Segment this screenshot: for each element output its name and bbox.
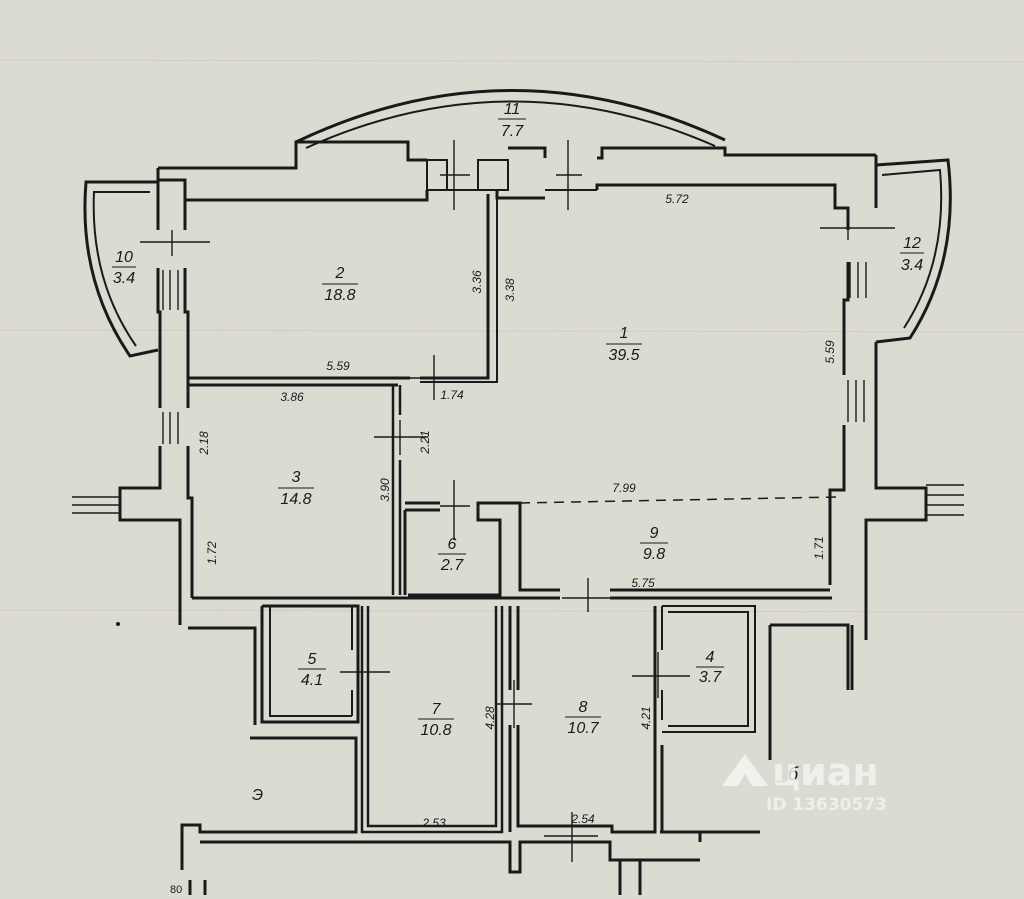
room-6-area: 2.7 xyxy=(440,557,464,574)
dim-4-21: 4.21 xyxy=(639,706,653,729)
wall-right-lower xyxy=(660,623,854,834)
watermark-brand: циан xyxy=(772,750,879,794)
wall-room6 xyxy=(403,501,440,595)
wall-room5 xyxy=(260,604,360,724)
dim-4-28: 4.28 xyxy=(483,706,497,730)
room-8-number: 8 xyxy=(579,699,588,716)
dim-7-99: 7.99 xyxy=(612,481,636,495)
dim-5-59-room2: 5.59 xyxy=(326,359,350,373)
dimension-labels: 5.72 3.36 3.38 5.59 5.59 1.74 3.86 2.18 … xyxy=(197,192,837,830)
room-10-area: 3.4 xyxy=(113,270,135,287)
room-12-label: 12 3.4 xyxy=(900,235,924,274)
room-7-area: 10.8 xyxy=(420,722,451,739)
room-5-label: 5 4.1 xyxy=(298,651,326,689)
dim-2-18: 2.18 xyxy=(197,431,211,456)
balcony-12 xyxy=(875,158,952,344)
wall-stair-left xyxy=(180,626,702,874)
wall-room5-inner xyxy=(269,606,353,717)
dim-3-38: 3.38 xyxy=(503,278,517,302)
door-marks xyxy=(140,140,895,862)
dim-1-71: 1.71 xyxy=(812,536,826,559)
room-3-area: 14.8 xyxy=(280,491,311,508)
dim-2-53: 2.53 xyxy=(421,816,446,830)
room-12-number: 12 xyxy=(903,235,921,252)
watermark: циан ID 13630573 xyxy=(722,750,887,815)
room-8-label: 8 10.7 xyxy=(565,699,601,737)
separator-room1-room9 xyxy=(519,496,837,504)
room-1-number: 1 xyxy=(620,325,629,342)
watermark-id: ID 13630573 xyxy=(766,795,887,815)
wall-room2-right-inner xyxy=(420,198,498,383)
room-2-area: 18.8 xyxy=(324,287,355,304)
stray-mark-left: Э xyxy=(252,787,263,804)
dim-5-59-room1: 5.59 xyxy=(823,340,837,364)
room-11-area: 7.7 xyxy=(501,123,524,140)
room-10-number: 10 xyxy=(115,249,133,266)
dim-1-74: 1.74 xyxy=(440,388,464,402)
window-marks xyxy=(72,262,964,516)
room-6-label: 6 2.7 xyxy=(438,536,466,574)
room-8-area: 10.7 xyxy=(567,720,599,737)
outer-wall-top xyxy=(158,140,876,170)
room-2-label: 2 18.8 xyxy=(322,265,358,304)
room-9-area: 9.8 xyxy=(643,546,665,563)
inner-wall-right xyxy=(828,200,850,585)
dim-5-75: 5.75 xyxy=(631,576,655,590)
room-7-number: 7 xyxy=(432,701,442,718)
wall-room2-bottom xyxy=(188,376,410,387)
stray-marks: Э _б 80 xyxy=(116,622,799,896)
dim-3-90: 3.90 xyxy=(378,478,392,502)
room-9-label: 9 9.8 xyxy=(640,525,668,563)
cian-logo-icon xyxy=(722,754,768,786)
room-4-number: 4 xyxy=(706,649,715,666)
stray-mark-right: _б xyxy=(776,764,799,784)
room-11-number: 11 xyxy=(504,101,521,118)
room-2-number: 2 xyxy=(335,265,345,282)
dim-1-72: 1.72 xyxy=(205,541,219,565)
balcony-10 xyxy=(83,180,159,358)
balcony-11-arc xyxy=(295,89,726,144)
room-4-label: 4 3.7 xyxy=(696,649,724,686)
dim-3-36: 3.36 xyxy=(470,270,484,294)
dim-2-54: 2.54 xyxy=(570,812,595,826)
room-7-label: 7 10.8 xyxy=(418,701,454,739)
room-11-label: 11 7.7 xyxy=(498,101,526,140)
inner-wall-left xyxy=(183,200,194,598)
walls xyxy=(83,89,952,895)
room-labels: 1 39.5 2 18.8 3 14.8 4 3.7 5 4.1 6 2.7 xyxy=(112,101,924,739)
room-1-area: 39.5 xyxy=(608,347,639,364)
room-9-number: 9 xyxy=(650,525,659,542)
room-10-label: 10 3.4 xyxy=(112,249,136,287)
wall-bottom-left xyxy=(188,860,642,895)
stray-mark-bottom: 80 xyxy=(170,884,182,895)
room-4-area: 3.7 xyxy=(699,669,722,686)
dim-5-72: 5.72 xyxy=(665,192,689,206)
wall-room4 xyxy=(662,605,756,733)
window-pier-top-right xyxy=(545,158,597,190)
ink-dot xyxy=(116,622,120,626)
wall-room3-right xyxy=(391,385,402,595)
balcony-12-inner xyxy=(881,168,943,329)
room-6-number: 6 xyxy=(448,536,457,553)
room-3-number: 3 xyxy=(292,469,301,486)
dim-2-21: 2.21 xyxy=(418,430,432,454)
wall-room8 xyxy=(508,606,657,834)
outer-wall-left xyxy=(118,168,182,625)
window-pier-top-mid xyxy=(477,159,509,191)
room-5-number: 5 xyxy=(308,651,317,668)
room-3-label: 3 14.8 xyxy=(278,469,314,508)
paper-texture xyxy=(0,59,1024,613)
wall-room7 xyxy=(360,606,504,834)
wall-corridor-top-inner xyxy=(408,501,830,597)
balcony-10-inner xyxy=(92,191,150,347)
balcony-11-inner-arc xyxy=(305,100,716,149)
room-12-area: 3.4 xyxy=(901,257,923,274)
room-5-area: 4.1 xyxy=(301,672,323,689)
dim-3-86: 3.86 xyxy=(280,390,304,404)
room-1-label: 1 39.5 xyxy=(606,325,642,364)
